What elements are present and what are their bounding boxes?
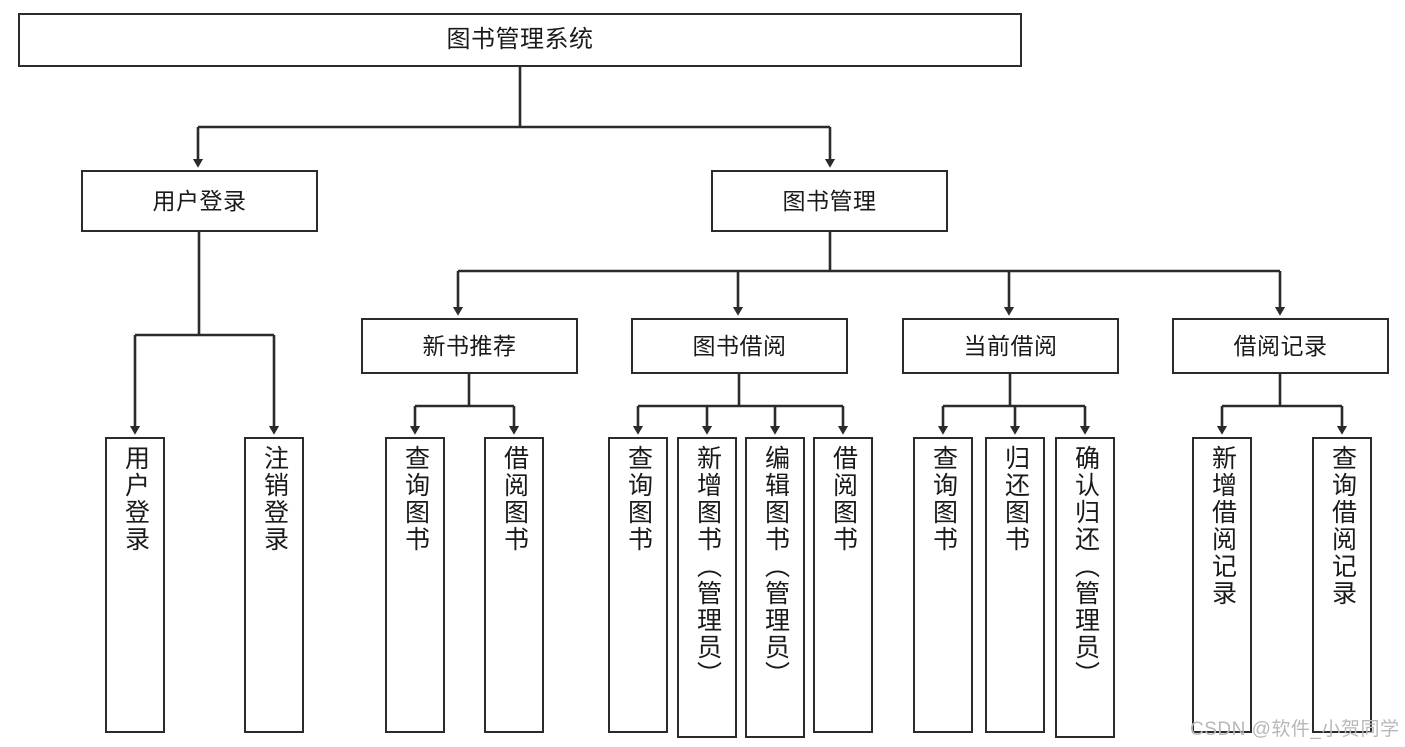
node-book-manage[interactable]: 图书管理 <box>711 170 948 232</box>
leaf-logout-label: 注销登录 <box>260 445 289 553</box>
leaf-edit-book[interactable]: 编辑图书（管理员） <box>745 437 805 738</box>
leaf-query-borrow-record[interactable]: 查询借阅记录 <box>1312 437 1372 733</box>
leaf-add-book-label: 新增图书（管理员） <box>693 445 722 688</box>
node-user-login[interactable]: 用户登录 <box>81 170 318 232</box>
node-root[interactable]: 图书管理系统 <box>18 13 1022 67</box>
leaf-user-login[interactable]: 用户登录 <box>105 437 165 733</box>
leaf-confirm-return-label: 确认归还（管理员） <box>1071 445 1100 688</box>
leaf-borrow-book-recommend-label: 借阅图书 <box>500 445 529 553</box>
leaf-query-book-current-label: 查询图书 <box>929 445 958 553</box>
leaf-add-borrow-record[interactable]: 新增借阅记录 <box>1192 437 1252 733</box>
leaf-query-book-borrow[interactable]: 查询图书 <box>608 437 668 733</box>
node-borrow-record[interactable]: 借阅记录 <box>1172 318 1389 374</box>
leaf-query-book-current[interactable]: 查询图书 <box>913 437 973 733</box>
node-borrow-record-label: 借阅记录 <box>1233 332 1328 359</box>
leaf-confirm-return[interactable]: 确认归还（管理员） <box>1055 437 1115 738</box>
node-new-book-recommend-label: 新书推荐 <box>422 332 517 359</box>
leaf-query-book-borrow-label: 查询图书 <box>624 445 653 553</box>
node-current-borrow[interactable]: 当前借阅 <box>902 318 1119 374</box>
node-book-manage-label: 图书管理 <box>782 187 877 214</box>
leaf-query-book-recommend-label: 查询图书 <box>401 445 430 553</box>
leaf-return-book-label: 归还图书 <box>1001 445 1030 553</box>
leaf-edit-book-label: 编辑图书（管理员） <box>761 445 790 688</box>
leaf-borrow-book-label: 借阅图书 <box>829 445 858 553</box>
leaf-query-borrow-record-label: 查询借阅记录 <box>1328 445 1357 607</box>
node-root-label: 图书管理系统 <box>446 26 594 54</box>
node-book-borrow-label: 图书借阅 <box>692 332 787 359</box>
leaf-add-borrow-record-label: 新增借阅记录 <box>1208 445 1237 607</box>
node-current-borrow-label: 当前借阅 <box>963 332 1058 359</box>
leaf-logout[interactable]: 注销登录 <box>244 437 304 733</box>
leaf-return-book[interactable]: 归还图书 <box>985 437 1045 733</box>
leaf-query-book-recommend[interactable]: 查询图书 <box>385 437 445 733</box>
leaf-user-login-label: 用户登录 <box>121 445 150 553</box>
leaf-borrow-book-recommend[interactable]: 借阅图书 <box>484 437 544 733</box>
node-new-book-recommend[interactable]: 新书推荐 <box>361 318 578 374</box>
node-user-login-label: 用户登录 <box>152 187 247 214</box>
node-book-borrow[interactable]: 图书借阅 <box>631 318 848 374</box>
leaf-add-book[interactable]: 新增图书（管理员） <box>677 437 737 738</box>
csdn-watermark: CSDN @软件_小贺同学 <box>1190 719 1400 740</box>
leaf-borrow-book[interactable]: 借阅图书 <box>813 437 873 733</box>
